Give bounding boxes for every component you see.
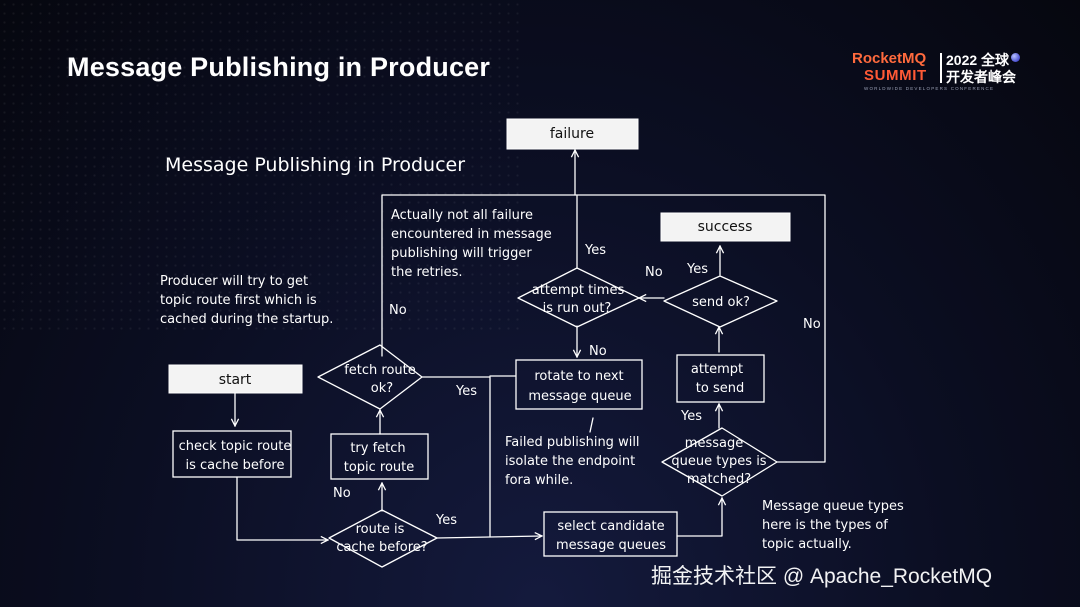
logo-tagline: WORLDWIDE DEVELOPERS CONFERENCE [864, 86, 995, 91]
process-rotate-line2: message queue [528, 389, 631, 404]
terminal-failure [506, 118, 639, 150]
label-route-no: No [333, 486, 351, 501]
edge-types-no-loop [574, 194, 826, 463]
terminal-success-label: success [698, 219, 753, 235]
label-fetch-no: No [389, 303, 407, 318]
process-select-line1: select candidate [557, 519, 664, 534]
decision-send-ok-diamond [663, 275, 778, 328]
label-fetch-yes: Yes [455, 384, 477, 399]
process-attempt-send-box [676, 354, 765, 403]
process-attempt-send-line2: to send [696, 381, 744, 396]
note-retries-line4: the retries. [391, 265, 462, 280]
decision-attempts-out-line1: attempt times [532, 283, 625, 298]
note-isolate-line1: Failed publishing will [505, 435, 640, 450]
process-check-cache-box [172, 430, 292, 478]
process-check-cache-line1: check topic route [179, 439, 292, 454]
note-route-first-line2: topic route first which is [160, 293, 317, 308]
edge-check-to-route-cached [236, 476, 328, 540]
note-queue-types-line1: Message queue types [762, 499, 904, 514]
decision-route-cached-diamond [328, 509, 438, 568]
edge-fetch-no-to-failure [381, 150, 575, 357]
decision-types-matched-line3: matched? [687, 472, 751, 487]
edge-fetch-yes [421, 376, 491, 538]
planet-icon [1011, 53, 1020, 62]
decision-attempts-out-diamond [517, 267, 640, 328]
process-check-cache-line2: is cache before [186, 458, 285, 473]
note-isolate-line2: isolate the endpoint [505, 454, 635, 469]
process-select-box [543, 511, 678, 557]
slide-title: Message Publishing in Producer [67, 52, 491, 82]
note-pointer [589, 417, 594, 433]
decision-attempts-out-line2: is run out? [543, 301, 612, 316]
decision-send-ok-line1: send ok? [692, 295, 750, 310]
note-retries-line2: encountered in message [391, 227, 552, 242]
note-retries-line3: publishing will trigger [391, 246, 532, 261]
logo-event-line1: 2022 全球 [946, 52, 1010, 68]
terminal-success [660, 212, 791, 242]
decision-types-matched-line2: queue types is [671, 454, 766, 469]
process-select-line2: message queues [556, 538, 666, 553]
process-rotate-line1: rotate to next [534, 369, 623, 384]
terminal-start-label: start [219, 372, 252, 388]
process-try-fetch-line1: try fetch [350, 441, 405, 456]
label-attempts-yes: Yes [584, 243, 606, 258]
label-types-no: No [803, 317, 821, 332]
decision-route-cached-line2: cache before? [336, 540, 427, 555]
process-try-fetch-line2: topic route [344, 460, 415, 475]
label-types-yes: Yes [680, 409, 702, 424]
logo-divider [940, 53, 942, 83]
decision-fetch-ok-line1: fetch route [344, 363, 416, 378]
decision-types-matched-diamond [661, 427, 778, 497]
note-queue-types-line2: here is the types of [762, 518, 888, 533]
note-isolate-line3: fora while. [505, 473, 573, 488]
logo-brand-line1: RocketMQ [852, 50, 927, 67]
terminal-failure-label: failure [550, 126, 594, 142]
label-send-no: No [645, 265, 663, 280]
edge-select-to-types [676, 498, 722, 537]
process-rotate-box [515, 359, 643, 410]
note-queue-types-line3: topic actually. [762, 537, 852, 552]
note-route-first-line3: cached during the startup. [160, 312, 333, 327]
label-route-yes: Yes [435, 513, 457, 528]
diagram-heading: Message Publishing in Producer [165, 154, 465, 176]
logo-event-line2: 开发者峰会 [946, 69, 1016, 85]
label-send-yes: Yes [686, 262, 708, 277]
rocketmq-summit-logo: RocketMQ SUMMIT 2022 全球 开发者峰会 WORLDWIDE … [852, 50, 1032, 96]
decision-route-cached-line1: route is [356, 522, 405, 537]
logo-brand-line2: SUMMIT [864, 67, 927, 84]
note-route-first-line1: Producer will try to get [160, 274, 308, 289]
process-attempt-send-line1: attempt [691, 362, 743, 377]
note-retries-line1: Actually not all failure [391, 208, 533, 223]
watermark: 掘金技术社区 @ Apache_RocketMQ [651, 565, 993, 588]
decision-fetch-ok-line2: ok? [371, 381, 393, 396]
decision-fetch-ok-diamond [317, 344, 423, 410]
label-attempts-no: No [589, 344, 607, 359]
process-try-fetch-box [330, 433, 429, 480]
terminal-start [168, 364, 303, 394]
decision-types-matched-line1: message [685, 436, 743, 451]
